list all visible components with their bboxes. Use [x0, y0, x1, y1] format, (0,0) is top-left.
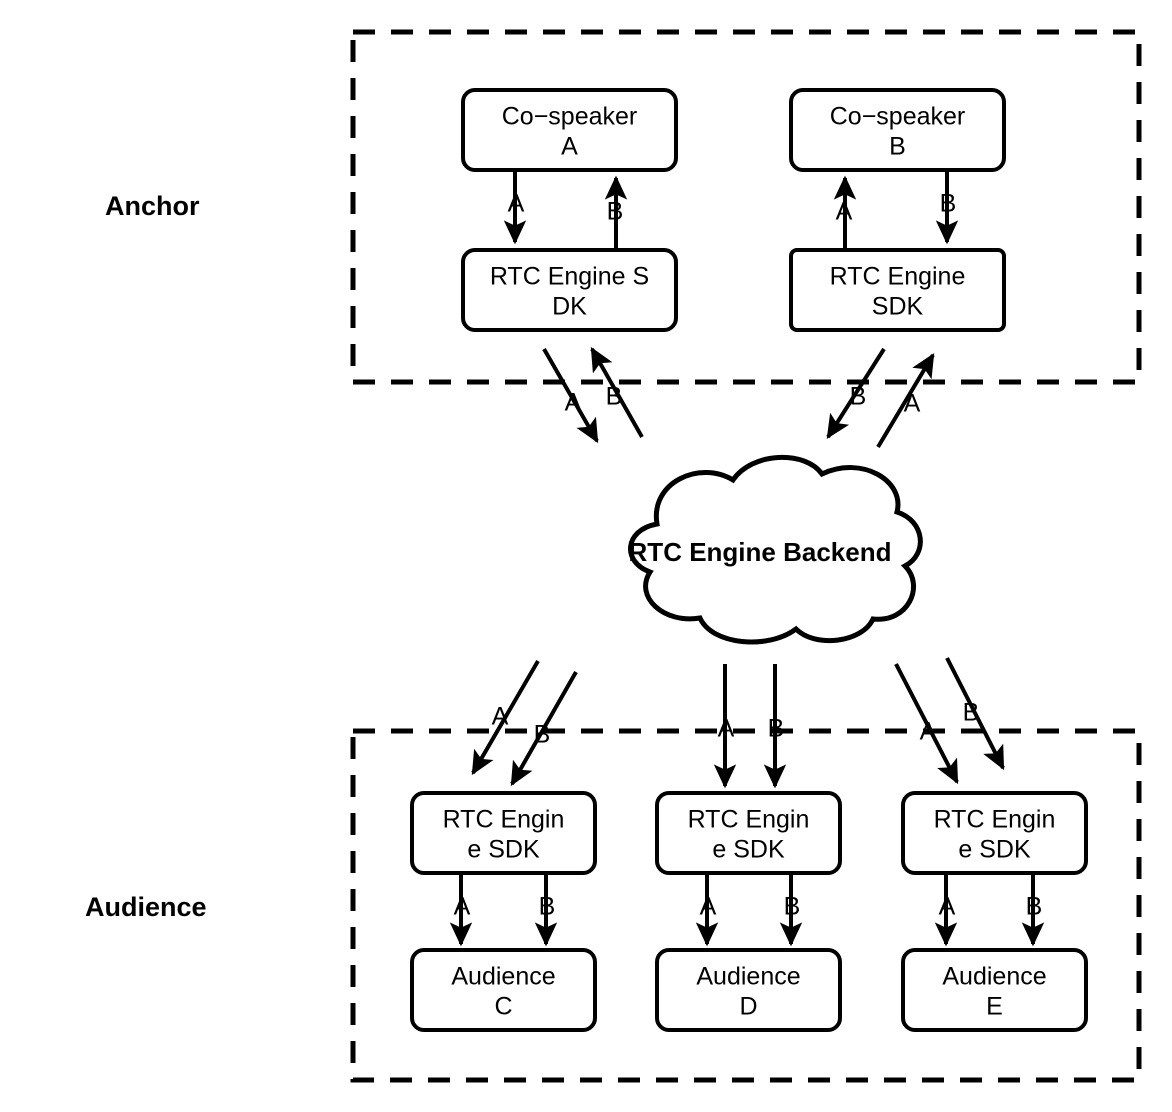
node-audience-sdk-e-line2: e SDK — [958, 836, 1031, 864]
node-audience-client-c[interactable]: Audience C — [410, 948, 597, 1032]
edge-label-audience-e-a-out: A — [939, 893, 956, 921]
node-rtc-engine-sdk-a[interactable]: RTC Engine S DK — [461, 248, 678, 332]
edge-label-anchor-b-to-cloud: B — [850, 383, 867, 411]
edge-label-anchor-a-from-cloud: B — [606, 383, 623, 411]
audience-column-d: A B RTC Engin e SDK A B Audience D — [655, 664, 842, 1032]
node-audience-client-d-line1: Audience — [696, 963, 800, 991]
edge-label-audience-e-a-in: A — [920, 718, 937, 746]
edge-cloud-to-audience-e-b — [945, 657, 1005, 771]
node-co-speaker-b[interactable]: Co−speaker B — [789, 88, 1006, 172]
node-rtc-engine-sdk-b-line1: RTC Engine — [830, 263, 966, 291]
node-audience-sdk-d-line1: RTC Engin — [688, 806, 810, 834]
edge-cloud-to-audience-e-a — [894, 663, 959, 785]
edge-anchor-b-sdk-to-cloud — [826, 347, 886, 440]
group-box-anchor — [350, 29, 1142, 385]
edge-cloud-to-audience-c-b — [510, 671, 578, 787]
edge-label-audience-e-b-in: B — [963, 699, 980, 727]
node-co-speaker-b-line2: B — [889, 133, 906, 161]
edge-label-audience-d-a-in: A — [718, 715, 735, 743]
node-audience-sdk-c[interactable]: RTC Engin e SDK — [410, 791, 597, 875]
edge-label-audience-c-b-in: B — [534, 721, 551, 749]
node-audience-client-e-line1: Audience — [942, 963, 1046, 991]
edge-label-audience-e-b-out: B — [1026, 893, 1043, 921]
audience-column-e: A B RTC Engin e SDK A B Audience E — [894, 657, 1088, 1032]
edge-label-audience-c-b-out: B — [539, 893, 556, 921]
node-rtc-engine-sdk-a-line2: DK — [552, 293, 587, 321]
anchor-column-a: Co−speaker A RTC Engine S DK A B A B — [461, 88, 678, 444]
node-co-speaker-a[interactable]: Co−speaker A — [461, 88, 678, 172]
edge-label-anchor-b-up: A — [836, 198, 853, 226]
node-audience-client-e[interactable]: Audience E — [901, 948, 1088, 1032]
group-label-anchor: Anchor — [105, 191, 200, 221]
edge-label-audience-c-a-out: A — [454, 893, 471, 921]
edge-label-audience-d-b-in: B — [768, 715, 785, 743]
node-co-speaker-a-line1: Co−speaker — [502, 103, 638, 131]
edge-anchor-a-cloud-to-sdk — [590, 346, 644, 438]
node-audience-client-c-line1: Audience — [451, 963, 555, 991]
node-audience-client-e-line2: E — [986, 993, 1003, 1021]
anchor-column-b: Co−speaker B RTC Engine SDK A B B A — [789, 88, 1006, 449]
node-rtc-engine-sdk-b[interactable]: RTC Engine SDK — [789, 248, 1006, 332]
node-rtc-engine-sdk-b-line2: SDK — [872, 293, 924, 321]
edge-label-audience-c-a-in: A — [492, 703, 509, 731]
edge-label-audience-d-b-out: B — [784, 893, 801, 921]
node-co-speaker-b-line1: Co−speaker — [830, 103, 966, 131]
node-audience-sdk-d-line2: e SDK — [712, 836, 785, 864]
node-audience-sdk-e-line1: RTC Engin — [934, 806, 1056, 834]
node-audience-client-d[interactable]: Audience D — [655, 948, 842, 1032]
edge-label-anchor-b-from-cloud: A — [904, 390, 921, 418]
node-rtc-engine-backend-cloud[interactable]: RTC Engine Backend — [628, 454, 923, 645]
node-audience-sdk-e[interactable]: RTC Engin e SDK — [901, 791, 1088, 875]
node-audience-sdk-d[interactable]: RTC Engin e SDK — [655, 791, 842, 875]
edge-label-anchor-a-to-cloud: A — [565, 389, 582, 417]
cloud-label: RTC Engine Backend — [629, 537, 892, 567]
node-audience-client-c-line2: C — [494, 993, 512, 1021]
audience-column-c: A B RTC Engin e SDK A B Audience C — [410, 659, 597, 1032]
edge-label-audience-d-a-out: A — [700, 893, 717, 921]
group-box-audience — [350, 728, 1142, 1083]
node-audience-sdk-c-line1: RTC Engin — [443, 806, 565, 834]
edge-label-anchor-a-up: B — [607, 198, 624, 226]
edge-label-anchor-a-down: A — [508, 190, 525, 218]
edge-cloud-to-audience-c-a — [471, 659, 540, 776]
node-rtc-engine-sdk-a-line1: RTC Engine S — [490, 263, 649, 291]
edge-anchor-a-sdk-to-cloud — [542, 348, 599, 444]
edge-label-anchor-b-down: B — [940, 190, 957, 218]
edge-anchor-b-cloud-to-sdk — [876, 352, 935, 449]
node-co-speaker-a-line2: A — [561, 133, 578, 161]
node-audience-sdk-c-line2: e SDK — [467, 836, 540, 864]
group-label-audience: Audience — [85, 892, 207, 922]
node-audience-client-d-line2: D — [739, 993, 757, 1021]
